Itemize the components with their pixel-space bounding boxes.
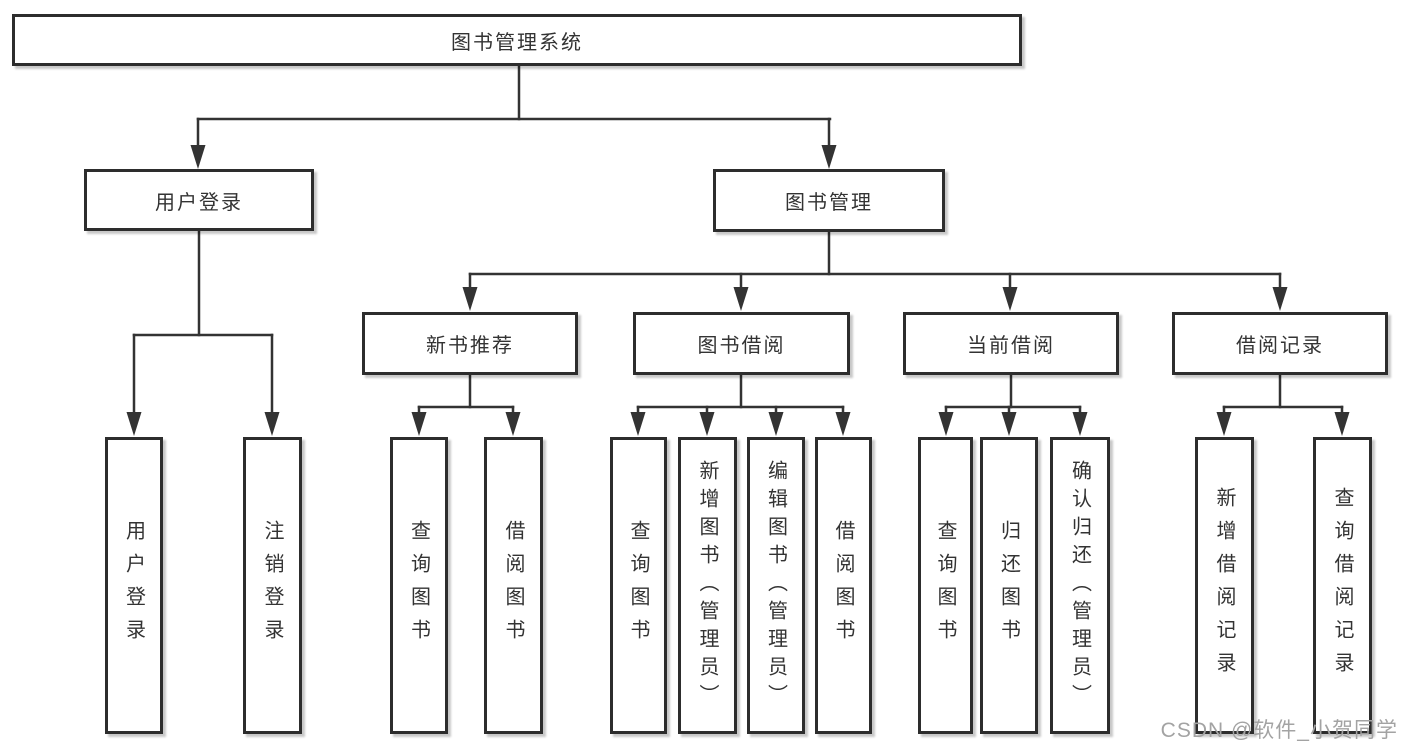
leaf-query-books-current: 查询图书 (918, 437, 973, 734)
node-user-login: 用户登录 (84, 169, 314, 231)
node-borrowing-records: 借阅记录 (1172, 312, 1388, 375)
arrow-down-icon (1272, 287, 1288, 311)
arrow-down-icon (1001, 412, 1017, 436)
leaf-logout-login: 注销登录 (243, 437, 302, 734)
arrow-down-icon (462, 287, 478, 311)
connector-borrowing-records (1216, 373, 1350, 436)
leaf-query-books-recommend: 查询图书 (390, 437, 448, 734)
leaf-user-login: 用户登录 (105, 437, 163, 734)
leaf-confirm-return-admin: 确认归还（管理员） (1050, 437, 1110, 734)
node-library-management-system: 图书管理系统 (12, 14, 1022, 66)
arrow-down-icon (1002, 287, 1018, 311)
arrow-down-icon (190, 145, 206, 169)
arrow-down-icon (1072, 412, 1088, 436)
leaf-borrow-books: 借阅图书 (815, 437, 872, 734)
arrow-down-icon (505, 412, 521, 436)
connector-book-borrowing (630, 373, 851, 436)
leaf-return-books: 归还图书 (980, 437, 1038, 734)
arrow-down-icon (733, 287, 749, 311)
arrow-down-icon (630, 412, 646, 436)
arrow-down-icon (126, 412, 142, 436)
leaf-borrow-books-recommend: 借阅图书 (484, 437, 543, 734)
arrow-down-icon (938, 412, 954, 436)
arrow-down-icon (835, 412, 851, 436)
connector-user-login-branch (126, 229, 280, 436)
arrow-down-icon (1216, 412, 1232, 436)
arrow-down-icon (264, 412, 280, 436)
watermark-text: CSDN @软件_小贺同学 (1160, 719, 1398, 742)
node-current-borrowing: 当前借阅 (903, 312, 1119, 375)
connector-new-book-recommendation (411, 373, 521, 436)
connector-book-management-branch (462, 230, 1288, 311)
node-new-book-recommendation: 新书推荐 (362, 312, 578, 375)
leaf-add-books-admin: 新增图书（管理员） (678, 437, 737, 734)
arrow-down-icon (768, 412, 784, 436)
node-book-borrowing: 图书借阅 (633, 312, 850, 375)
leaf-query-books-borrow: 查询图书 (610, 437, 667, 734)
leaf-query-borrow-record: 查询借阅记录 (1313, 437, 1372, 734)
node-book-management: 图书管理 (713, 169, 945, 232)
arrow-down-icon (699, 412, 715, 436)
connector-current-borrowing (938, 373, 1088, 436)
arrow-down-icon (821, 145, 837, 169)
leaf-edit-books-admin: 编辑图书（管理员） (747, 437, 805, 734)
leaf-add-borrow-record: 新增借阅记录 (1195, 437, 1254, 734)
arrow-down-icon (1334, 412, 1350, 436)
connector-root (190, 63, 837, 169)
arrow-down-icon (411, 412, 427, 436)
